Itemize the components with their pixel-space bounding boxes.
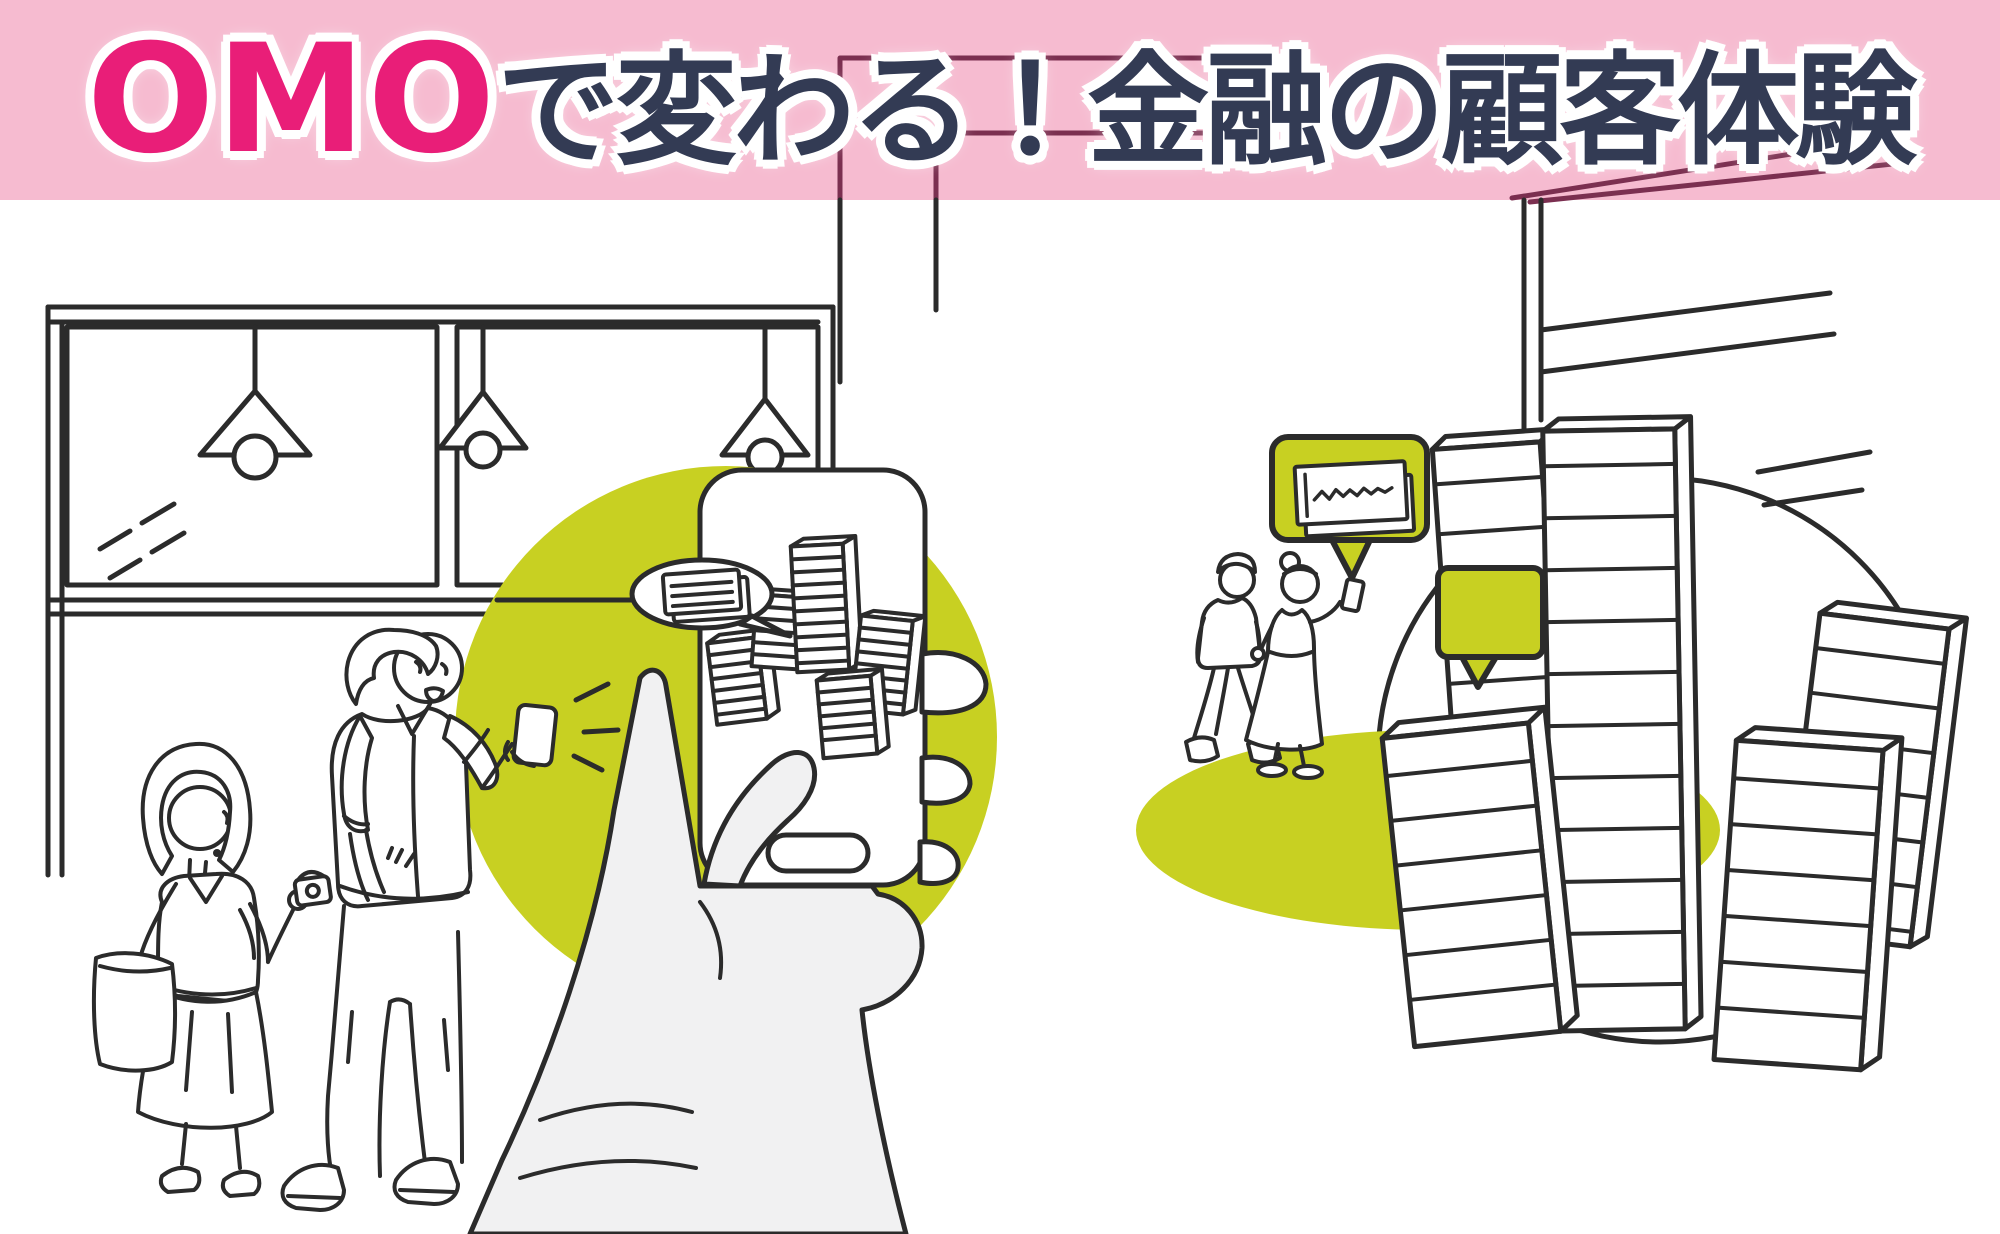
barcode-card-bubble-icon bbox=[629, 557, 793, 639]
trousers bbox=[325, 904, 464, 1178]
storefront-icon bbox=[45, 304, 836, 878]
left-scene bbox=[45, 197, 997, 1234]
arm bbox=[467, 667, 925, 1234]
couple-holding-hands-icon bbox=[1184, 551, 1366, 780]
tote-bag-icon bbox=[91, 951, 177, 1073]
window-shine-icon bbox=[97, 501, 187, 581]
striped-building-icon bbox=[1711, 725, 1905, 1073]
home-button bbox=[765, 832, 871, 874]
fingertip bbox=[917, 839, 961, 886]
wall-corner bbox=[1521, 197, 1837, 437]
long-dress bbox=[1244, 608, 1324, 752]
sign-pole-lines bbox=[837, 197, 939, 385]
smartphone-icon bbox=[1339, 577, 1366, 614]
right-scene bbox=[1136, 197, 1969, 1073]
pendant-lamp-icon bbox=[719, 324, 811, 477]
striped-building-icon bbox=[1540, 414, 1704, 1034]
chart-card-bubble-icon bbox=[1269, 434, 1430, 581]
big-smartphone-icon bbox=[697, 467, 928, 888]
hand-holding-phone-icon bbox=[467, 467, 989, 1234]
fingertip bbox=[919, 650, 989, 716]
sparkle-lines-icon bbox=[571, 681, 621, 773]
smartphone-icon bbox=[511, 702, 559, 768]
shop-window-left bbox=[64, 324, 440, 588]
striped-building-icon bbox=[814, 666, 891, 761]
pendant-lamp-icon bbox=[197, 324, 313, 481]
speech-bubble-icon bbox=[1435, 565, 1546, 690]
fingertip bbox=[919, 754, 973, 806]
striped-building-icon bbox=[788, 534, 864, 675]
thumb bbox=[701, 750, 818, 889]
band-behind-lines bbox=[837, 55, 1915, 205]
sparkle-lines-icon bbox=[1755, 449, 1873, 508]
walking-man-icon bbox=[280, 627, 621, 1212]
camera-icon bbox=[292, 870, 333, 908]
bag-strap bbox=[138, 882, 178, 960]
walking-woman-icon bbox=[91, 741, 333, 1198]
screen-buildings bbox=[705, 534, 928, 761]
striped-building-icon bbox=[1379, 704, 1580, 1050]
band-background bbox=[0, 0, 2000, 200]
joined-hands bbox=[1250, 646, 1266, 662]
title-band bbox=[0, 0, 2000, 205]
pendant-lamp-icon bbox=[437, 324, 529, 470]
